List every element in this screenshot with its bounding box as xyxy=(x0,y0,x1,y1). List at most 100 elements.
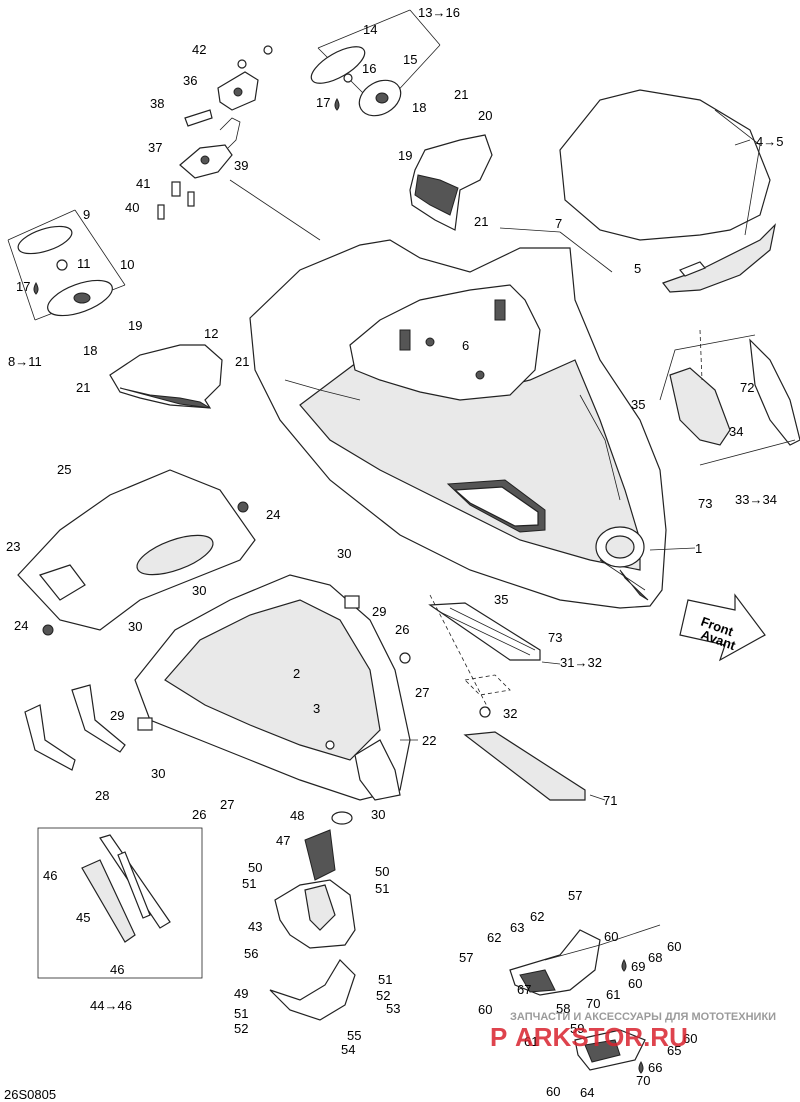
label-56: 56 xyxy=(244,946,258,961)
label-10: 10 xyxy=(120,257,134,272)
label-69: 69 xyxy=(631,959,645,974)
mirror-right-assembly xyxy=(310,9,441,117)
label-49: 49 xyxy=(234,986,248,1001)
label-19-top: 19 xyxy=(398,148,412,163)
watermark-prefix: P xyxy=(490,1022,507,1052)
label-60-b: 60 xyxy=(667,939,681,954)
label-64: 64 xyxy=(580,1085,594,1100)
label-30-e: 30 xyxy=(371,807,385,822)
label-6: 6 xyxy=(462,338,469,353)
label-54: 54 xyxy=(341,1042,355,1057)
air-boot-part xyxy=(304,811,353,881)
front-direction-arrow: Front Avant xyxy=(679,593,766,662)
label-21-c: 21 xyxy=(235,354,249,369)
label-24-right: 24 xyxy=(266,507,280,522)
label-35-mid: 35 xyxy=(494,592,508,607)
label-22: 22 xyxy=(422,733,436,748)
prop-rod-kit xyxy=(37,827,203,979)
label-17-top: 17 xyxy=(316,95,330,110)
lubricant-drop-icon xyxy=(638,1060,644,1074)
watermark-caption: ЗАПЧАСТИ И АКСЕССУАРЫ ДЛЯ МОТОТЕХНИКИ xyxy=(510,1011,776,1023)
label-24-left: 24 xyxy=(14,618,28,633)
label-60-a: 60 xyxy=(604,929,618,944)
label-25: 25 xyxy=(57,462,71,477)
handles-part xyxy=(24,684,126,771)
label-13-16: 13→16 xyxy=(418,5,460,20)
label-29-right: 29 xyxy=(372,604,386,619)
label-28: 28 xyxy=(95,788,109,803)
label-51-a: 51 xyxy=(242,876,256,891)
label-63: 63 xyxy=(510,920,524,935)
label-44-46: 44→46 xyxy=(90,998,132,1013)
label-50-left: 50 xyxy=(248,860,262,875)
console-panel-part xyxy=(17,469,256,636)
label-26-right: 26 xyxy=(395,622,409,637)
label-67: 67 xyxy=(517,982,531,997)
label-30-c: 30 xyxy=(128,619,142,634)
grommet-left xyxy=(137,717,153,731)
watermark-brand: ARKSTOR.RU xyxy=(515,1022,688,1052)
label-18-top: 18 xyxy=(412,100,426,115)
hood-part xyxy=(249,239,667,609)
label-34: 34 xyxy=(729,424,743,439)
label-40: 40 xyxy=(125,200,139,215)
label-60-f: 60 xyxy=(546,1084,560,1099)
label-62-left: 62 xyxy=(487,930,501,945)
label-70-bottom: 70 xyxy=(636,1073,650,1088)
label-1: 1 xyxy=(695,541,702,556)
label-65: 65 xyxy=(667,1043,681,1058)
label-27-bottom: 27 xyxy=(220,797,234,812)
label-60-d: 60 xyxy=(478,1002,492,1017)
label-9: 9 xyxy=(83,207,90,222)
label-27-right: 27 xyxy=(415,685,429,700)
label-7: 7 xyxy=(555,216,562,231)
label-50-right: 50 xyxy=(375,864,389,879)
callout-labels: 1 2 3 4→5 5 6 7 8→11 9 10 11 12 13→16 14… xyxy=(6,5,783,1100)
label-26-bottom: 26 xyxy=(192,807,206,822)
label-60-c: 60 xyxy=(628,976,642,991)
label-51-d: 51 xyxy=(234,1006,248,1021)
watermark: ЗАПЧАСТИ И АКСЕССУАРЫ ДЛЯ МОТОТЕХНИКИ P … xyxy=(490,1011,776,1052)
label-62-top: 62 xyxy=(530,909,544,924)
lubricant-drop-icon xyxy=(33,281,39,295)
mirror-left-assembly xyxy=(7,209,126,321)
label-2: 2 xyxy=(293,666,300,681)
label-72: 72 xyxy=(740,380,754,395)
label-19-left: 19 xyxy=(128,318,142,333)
label-37: 37 xyxy=(148,140,162,155)
label-23: 23 xyxy=(6,539,20,554)
label-33-34: 33→34 xyxy=(735,492,777,507)
label-58: 58 xyxy=(556,1001,570,1016)
label-52-right: 52 xyxy=(376,988,390,1003)
label-18-left: 18 xyxy=(83,343,97,358)
label-57-left: 57 xyxy=(459,950,473,965)
footrest-assembly xyxy=(509,924,661,1071)
drawing-code: 26S0805 xyxy=(4,1087,56,1102)
label-70-top: 70 xyxy=(586,996,600,1011)
label-71: 71 xyxy=(603,793,617,808)
label-52-left: 52 xyxy=(234,1021,248,1036)
label-20: 20 xyxy=(478,108,492,123)
label-45: 45 xyxy=(76,910,90,925)
label-68: 68 xyxy=(648,950,662,965)
label-16: 16 xyxy=(362,61,376,76)
label-60-e: 60 xyxy=(683,1031,697,1046)
label-29-left: 29 xyxy=(110,708,124,723)
label-17-left: 17 xyxy=(16,279,30,294)
lubricant-drop-icon xyxy=(621,958,627,972)
hood-latch-assembly xyxy=(157,45,273,220)
label-8-11: 8→11 xyxy=(8,354,42,369)
leader-lines xyxy=(229,109,761,801)
label-31-32: 31→32 xyxy=(560,655,602,670)
mirror-housing-right xyxy=(409,134,493,231)
label-15: 15 xyxy=(403,52,417,67)
label-57-top: 57 xyxy=(568,888,582,903)
label-73-mid: 73 xyxy=(548,630,562,645)
label-32: 32 xyxy=(503,706,517,721)
label-4-5: 4→5 xyxy=(756,134,783,149)
label-30-a: 30 xyxy=(337,546,351,561)
label-51-c: 51 xyxy=(378,972,392,987)
label-55: 55 xyxy=(347,1028,361,1043)
label-66: 66 xyxy=(648,1060,662,1075)
label-48: 48 xyxy=(290,808,304,823)
